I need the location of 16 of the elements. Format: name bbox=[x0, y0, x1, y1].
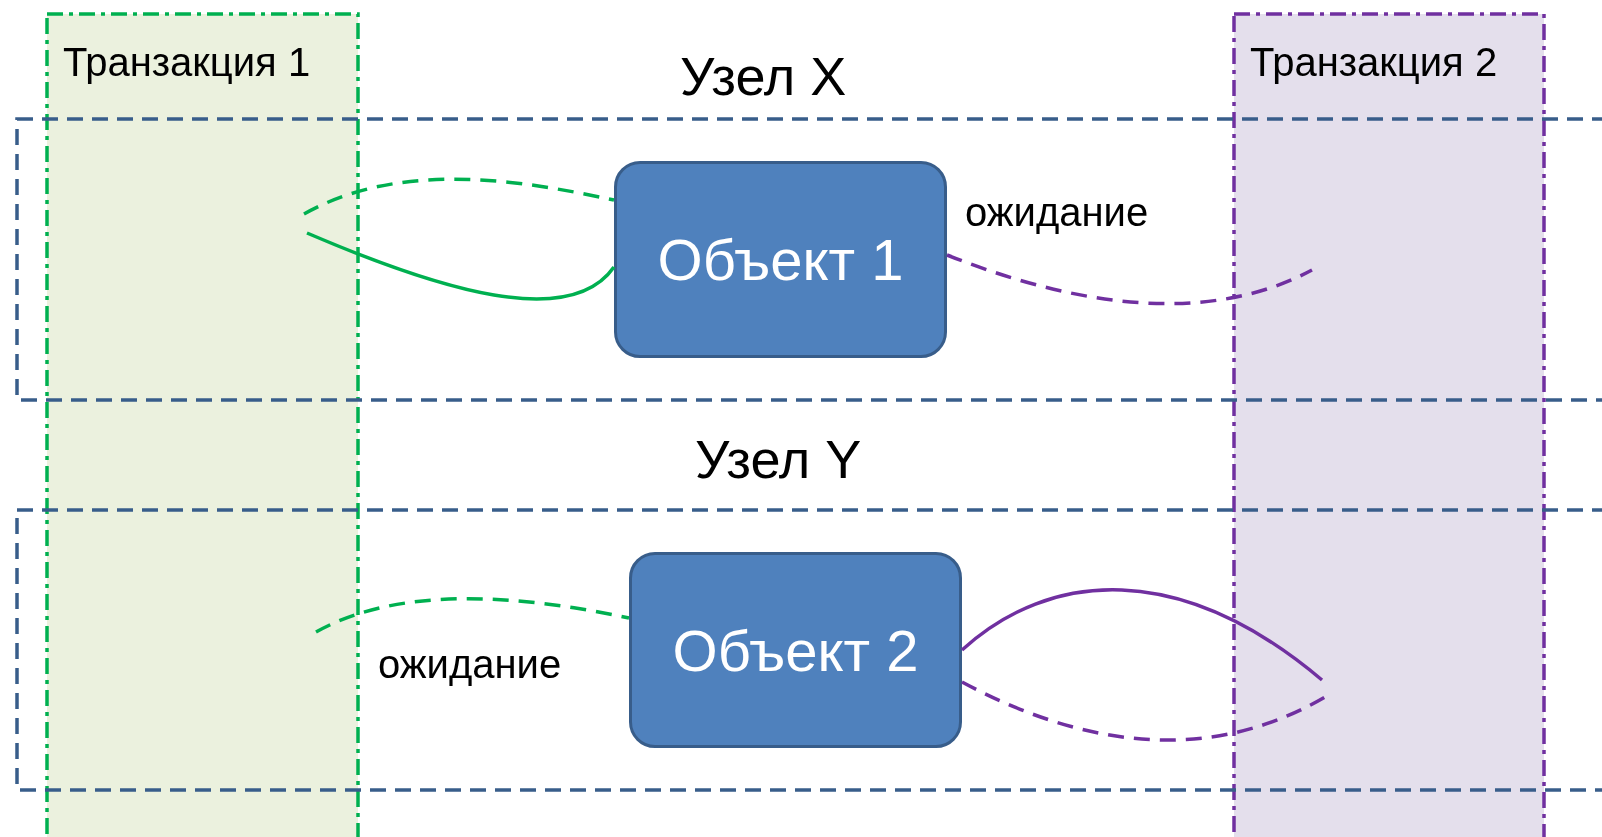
object-box bbox=[629, 552, 962, 748]
connector-curve bbox=[946, 253, 1313, 306]
object-box bbox=[614, 161, 947, 358]
node-title: Узел X bbox=[680, 45, 847, 107]
connector-curve bbox=[315, 597, 630, 634]
transaction-band bbox=[1232, 12, 1546, 837]
transaction-label: Транзакция 2 bbox=[1250, 40, 1498, 85]
connector-curve bbox=[960, 588, 1324, 682]
object-label: Объект 2 bbox=[672, 616, 919, 684]
object-label: Объект 1 bbox=[657, 226, 904, 293]
connector-curve bbox=[306, 231, 616, 301]
transaction-band bbox=[45, 12, 360, 837]
connector-curve bbox=[303, 177, 615, 216]
transaction-label: Транзакция 1 bbox=[63, 40, 311, 85]
connector-curve bbox=[961, 680, 1326, 742]
node-title: Узел Y bbox=[695, 428, 862, 490]
